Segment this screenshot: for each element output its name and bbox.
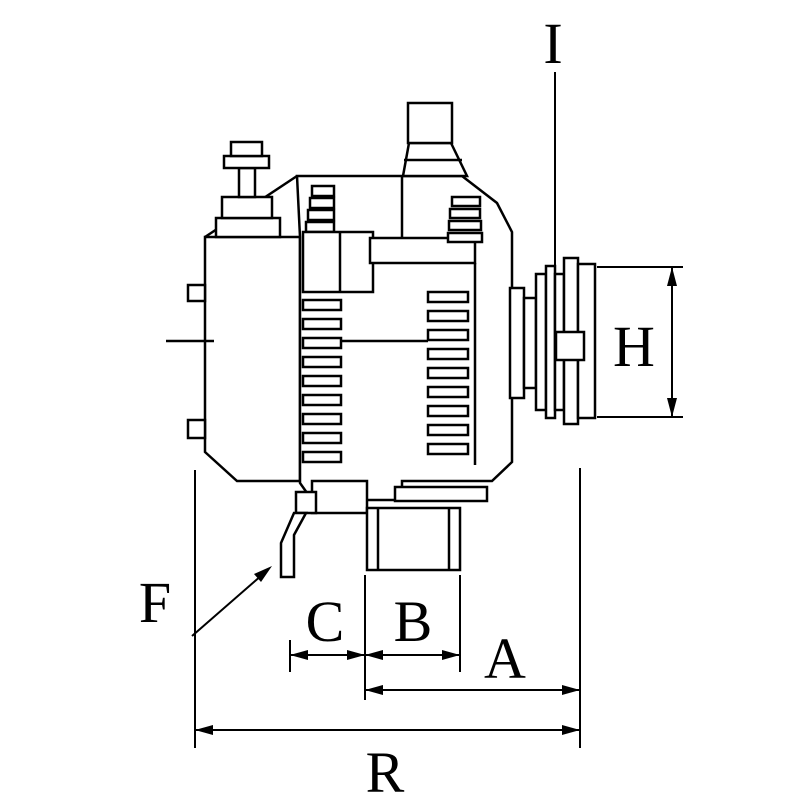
vent-slot: [310, 184, 336, 198]
fin: [426, 423, 470, 437]
fin: [301, 412, 343, 426]
arrowhead-b-left: [365, 650, 383, 660]
alternator-drawing: [166, 101, 597, 579]
shaft-nut: [554, 330, 586, 362]
vent-slot: [304, 220, 336, 234]
shaft-step: [522, 296, 538, 390]
dim-label-a: A: [484, 626, 526, 691]
dim-label-r: R: [366, 740, 405, 800]
mounting-lug-ear: [406, 101, 454, 145]
dimension-lines: [191, 72, 683, 748]
arrowhead-r-left: [195, 725, 213, 735]
arrowhead-h-up: [667, 267, 677, 286]
vent-slot: [448, 207, 482, 220]
dim-label-b: B: [394, 589, 433, 654]
rectifier-fins-right: [426, 290, 470, 456]
arrowhead-f: [254, 566, 272, 582]
dim-label-c: C: [306, 589, 345, 654]
fin: [426, 347, 470, 361]
fin: [301, 317, 343, 331]
fin: [426, 328, 470, 342]
dim-label-f: F: [139, 570, 171, 635]
fin: [426, 290, 470, 304]
fin: [301, 355, 343, 369]
arrowhead-a-right: [562, 685, 580, 695]
arrowhead-c-right: [347, 650, 365, 660]
terminal-stud: [237, 166, 257, 199]
vent-slot: [308, 196, 336, 210]
fin: [301, 450, 343, 464]
dimension-labels: I H F C B A R: [139, 11, 655, 800]
pulley: [508, 256, 597, 426]
arrowhead-r-right: [562, 725, 580, 735]
fin: [426, 404, 470, 418]
fin: [426, 385, 470, 399]
vent-slot: [450, 195, 482, 208]
arrowhead-h-down: [667, 398, 677, 417]
arrowhead-c-left: [290, 650, 308, 660]
terminal-washer: [222, 154, 271, 170]
mounting-boss: [365, 506, 462, 572]
dim-label-i: I: [543, 11, 562, 76]
vent-slot: [306, 208, 336, 222]
regulator-block: [301, 230, 375, 294]
terminal-block: [220, 195, 274, 220]
fin: [301, 336, 343, 350]
fin: [426, 309, 470, 323]
pulley-groove-rib: [544, 264, 557, 420]
wire-lug: [279, 511, 309, 579]
main-housing: [279, 101, 514, 579]
terminal-base: [214, 216, 282, 239]
vent-slot: [446, 231, 484, 244]
rear-tab-bottom: [186, 418, 207, 440]
rear-cover: [166, 140, 302, 483]
arrowhead-a-left: [365, 685, 383, 695]
dim-label-h: H: [613, 314, 655, 379]
fin: [426, 366, 470, 380]
arrowheads: [195, 267, 677, 735]
shaft-step: [508, 286, 526, 400]
rear-cover-outline: [203, 235, 302, 483]
rear-tab-top: [186, 283, 207, 303]
bottom-step: [310, 479, 369, 515]
leader-line-f: [191, 574, 263, 637]
terminal-nut: [229, 140, 264, 158]
fin: [301, 374, 343, 388]
bottom-slot-bar: [393, 485, 489, 503]
vent-slot: [447, 219, 483, 232]
arrowhead-b-right: [442, 650, 460, 660]
fin: [301, 431, 343, 445]
fin: [301, 393, 343, 407]
fin: [301, 298, 343, 312]
wire-lug-base: [294, 490, 318, 515]
stator-fins-left: [301, 298, 343, 464]
fin: [426, 442, 470, 456]
pulley-groove-rib: [534, 272, 548, 412]
